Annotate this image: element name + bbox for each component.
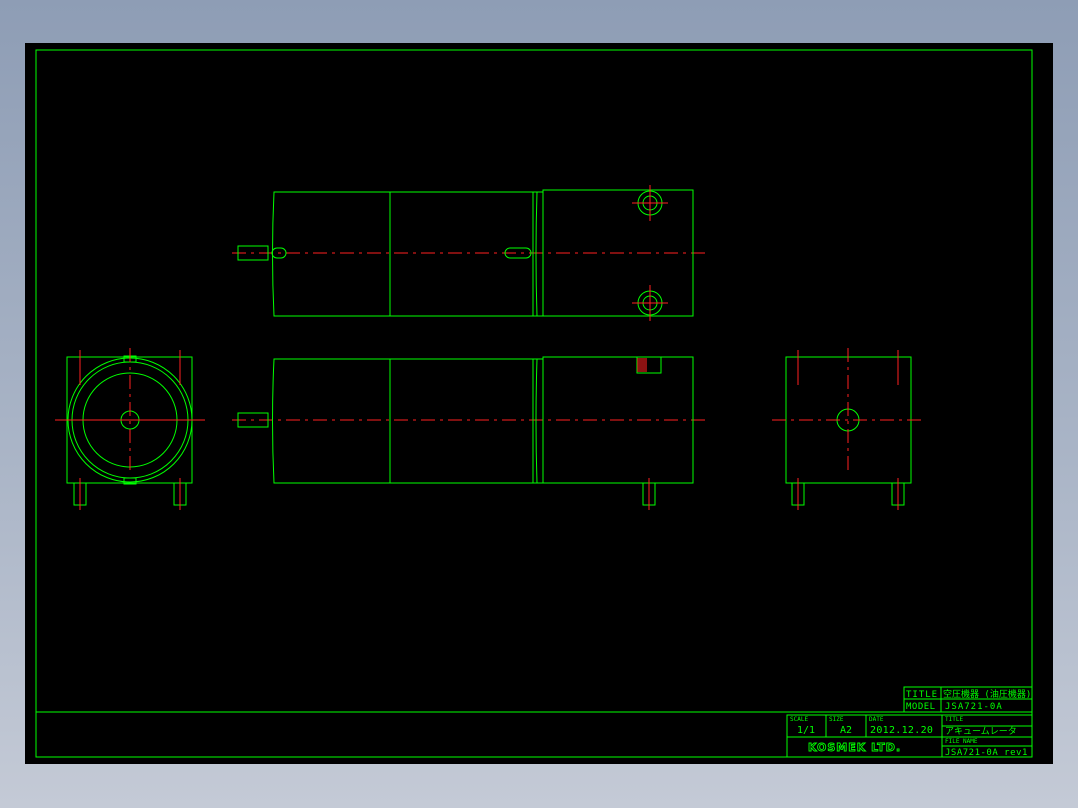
top-view-cylinder-body — [272, 191, 534, 317]
title2-label: TITLE — [945, 716, 963, 723]
company-logo: KOSMEK LTD. — [808, 741, 901, 754]
size-label: SIZE — [829, 716, 844, 723]
top-view-slot-right — [504, 247, 532, 259]
title2-value: アキュームレータ — [945, 726, 1017, 737]
file-name-label: FILE NAME — [945, 738, 978, 745]
date-label: DATE — [869, 716, 884, 723]
front-view-rod — [237, 412, 269, 428]
model-value: JSA721-0A — [945, 702, 1003, 712]
left-side-view — [55, 348, 205, 510]
top-view-slot-left — [271, 247, 287, 259]
sheet-border — [35, 49, 1033, 758]
right-side-view — [772, 348, 924, 510]
title-label: TITLE — [906, 690, 938, 700]
front-view-block — [542, 356, 694, 484]
title-block: TITLE 空圧機器 (油圧機器) MODEL JSA721-0A SCALE … — [786, 686, 1033, 758]
scale-label: SCALE — [790, 716, 808, 723]
date-value: 2012.12.20 — [870, 725, 933, 736]
scale-value: 1/1 — [797, 725, 815, 736]
size-value: A2 — [840, 725, 852, 736]
drawing-canvas[interactable] — [25, 43, 1053, 764]
top-view — [232, 185, 710, 321]
top-view-block — [542, 189, 694, 317]
top-view-rod — [237, 245, 269, 261]
file-name-value: JSA721-0A_rev1 — [945, 748, 1028, 758]
front-view — [232, 356, 710, 510]
title-value: 空圧機器 (油圧機器) — [943, 688, 1031, 700]
front-view-cylinder-body — [272, 358, 534, 484]
model-label: MODEL — [906, 702, 936, 712]
